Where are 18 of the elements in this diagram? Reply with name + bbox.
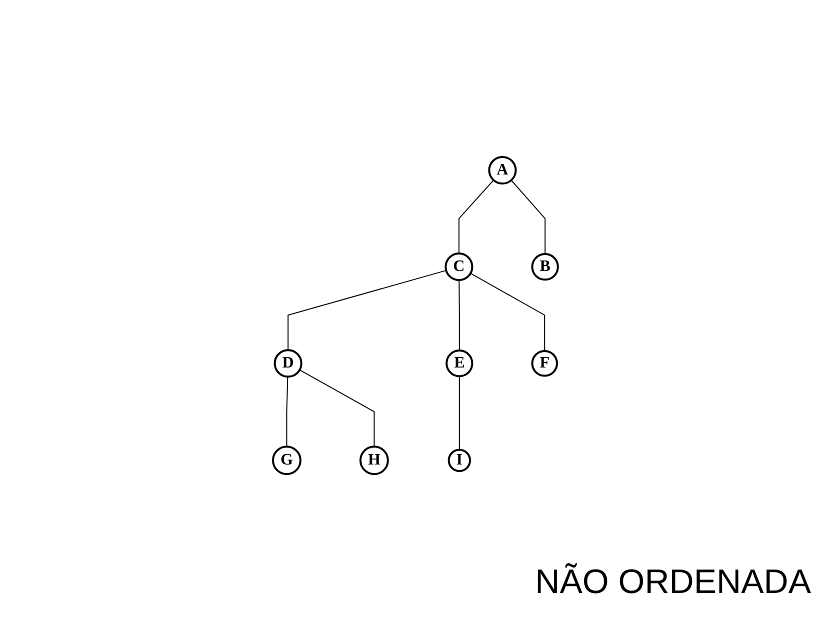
- node-circle: D: [274, 350, 302, 378]
- node-circle: I: [448, 449, 472, 472]
- diagram-label: NÃO ORDENADA: [535, 563, 811, 602]
- connector: [458, 280, 460, 352]
- node-circle: C: [444, 253, 474, 282]
- node-circle: H: [360, 446, 389, 476]
- connector: [458, 376, 460, 451]
- node-circle: G: [272, 446, 302, 476]
- node-circle: E: [446, 350, 474, 378]
- connector: [470, 273, 546, 352]
- node-circle: A: [488, 156, 517, 185]
- connector: [299, 370, 375, 448]
- connector: [288, 270, 447, 352]
- node-circle: F: [531, 350, 558, 378]
- connector: [458, 180, 494, 254]
- connector: [286, 376, 288, 448]
- node-circle: B: [531, 253, 559, 282]
- connector: [510, 180, 546, 255]
